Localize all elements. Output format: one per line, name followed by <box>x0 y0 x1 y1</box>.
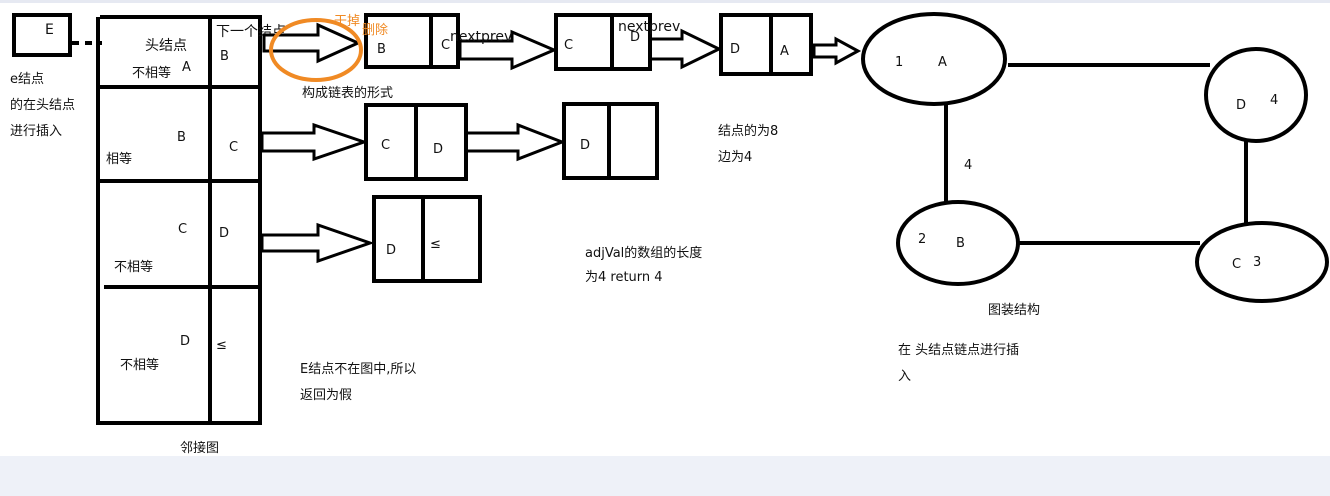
chain-2-1-right: D <box>433 142 443 157</box>
row-next-a: B <box>220 49 229 64</box>
graph-node-c-label: C <box>1232 257 1241 272</box>
arrow-row2-1 <box>260 122 369 162</box>
delete-top-label: 干掉 <box>334 14 360 29</box>
chain-1-1-left: B <box>377 42 386 57</box>
adjval-note-2: 为4 return 4 <box>585 270 663 285</box>
chain-2-1-left: C <box>381 138 390 153</box>
graph-node-b <box>896 200 1020 286</box>
adjacency-title: 邻接图 <box>180 440 219 456</box>
bottom-strip <box>0 456 1330 496</box>
row-next-d: ≤ <box>216 338 227 353</box>
chain-1-3-left: D <box>730 42 740 57</box>
insert-note-1: 在 头结点链点进行插 <box>898 343 1019 358</box>
nextprev-label-2: nextprev <box>618 19 680 35</box>
graph-node-d <box>1204 47 1308 143</box>
adjacency-table <box>96 15 262 425</box>
e-not-in-graph-note-2: 返回为假 <box>300 388 352 403</box>
graph-node-a-num: 1 <box>895 55 903 70</box>
row-key-a: A <box>182 60 191 75</box>
chain-node-2-1 <box>364 103 468 181</box>
graph-node-a <box>861 12 1007 106</box>
arrow-row3-1 <box>260 222 375 264</box>
chain-node-1-2 <box>554 13 652 71</box>
chain-1-1-right: C <box>441 38 450 53</box>
e-note-line-3: 进行插入 <box>10 124 62 139</box>
graph-node-b-num: 2 <box>918 232 926 247</box>
e-not-in-graph-note-1: E结点不在图中,所以 <box>300 362 416 377</box>
row-status-c: 不相等 <box>114 259 153 275</box>
row-key-c: C <box>178 222 187 237</box>
header-node-label: 头结点 <box>145 38 187 54</box>
node-edge-note-2: 边为4 <box>718 150 752 165</box>
chain-1-2-right: D <box>630 30 640 45</box>
chain-1-2-left: C <box>564 38 573 53</box>
chain-node-1-1 <box>364 13 460 69</box>
graph-edge-weight-label: 4 <box>964 158 972 173</box>
row-next-c: D <box>219 226 229 241</box>
e-node-label: E <box>45 22 54 38</box>
row-status-b: 相等 <box>106 151 132 167</box>
e-note-line-2: 的在头结点 <box>10 97 75 113</box>
nextprev-label-1: nextprev <box>450 29 512 45</box>
row-status-a: 不相等 <box>132 65 171 81</box>
chain-3-1-right: ≤ <box>430 237 441 252</box>
arrow-row1-3 <box>648 28 723 70</box>
chain-node-3-1 <box>372 195 482 283</box>
chain-1-3-right: A <box>780 44 789 59</box>
diagram-svg: E e结点 的在头结点 进行插入 头结点 下一个结点 A 不相等 B B 相等 … <box>10 12 1329 456</box>
diagram-canvas: E e结点 的在头结点 进行插入 头结点 下一个结点 A 不相等 B B 相等 … <box>0 0 1330 459</box>
graph-node-d-label: D <box>1236 98 1246 113</box>
arrow-row1-4 <box>812 36 862 66</box>
chain-3-1-left: D <box>386 243 396 258</box>
row-key-d: D <box>180 334 190 349</box>
graph-node-a-label: A <box>938 55 947 70</box>
row-next-b: C <box>229 140 238 155</box>
arrow-row1-2 <box>458 29 558 71</box>
adjval-note-1: adjVal的数组的长度 <box>585 245 702 261</box>
delete-label: 删除 <box>362 23 388 38</box>
arrow-row2-2 <box>464 122 567 162</box>
row-status-d: 不相等 <box>120 357 159 373</box>
graph-structure-label: 图装结构 <box>988 303 1040 318</box>
node-edge-note-1: 结点的为8 <box>718 123 778 139</box>
graph-node-b-label: B <box>956 236 965 251</box>
chain-node-2-2 <box>562 102 659 180</box>
chain-2-2-left: D <box>580 138 590 153</box>
graph-node-d-num: 4 <box>1270 93 1278 108</box>
e-node-box <box>12 13 72 57</box>
chain-node-1-3 <box>719 13 813 76</box>
graph-node-c-num: 3 <box>1253 255 1261 270</box>
delete-highlight-circle <box>269 18 363 82</box>
graph-node-c <box>1195 221 1329 303</box>
insert-note-2: 入 <box>898 369 911 384</box>
e-note-line-1: e结点 <box>10 72 44 87</box>
linked-list-form-label: 构成链表的形式 <box>302 85 393 101</box>
row-key-b: B <box>177 130 186 145</box>
